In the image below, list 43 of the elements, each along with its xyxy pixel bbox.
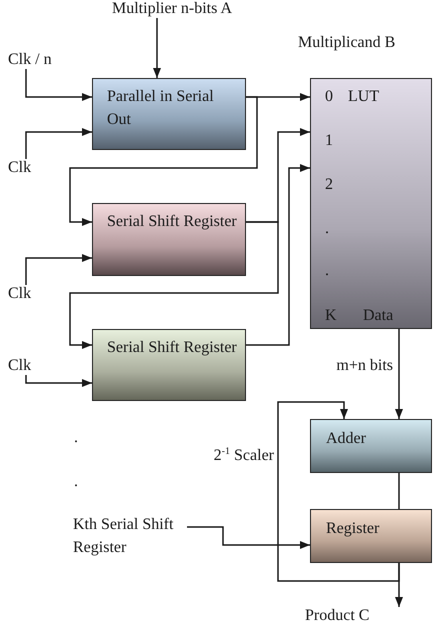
port-number: 1 — [325, 131, 333, 151]
output-label: Product C — [305, 607, 370, 625]
port-number: 0 — [325, 87, 333, 107]
edge-label: m+n bits — [336, 357, 393, 375]
block-label: Adder — [326, 429, 366, 449]
block-label: Parallel in Serial Out — [107, 87, 215, 130]
ellipsis: . — [74, 473, 78, 491]
adder-block — [310, 419, 432, 473]
arrow — [25, 375, 92, 387]
block-label: Register — [326, 519, 380, 539]
arrow — [153, 18, 161, 78]
ellipsis: . — [74, 429, 78, 447]
connector-line — [398, 473, 400, 509]
block-label: Serial Shift Register — [107, 338, 238, 358]
signal-label: Clk — [8, 357, 32, 375]
register-block — [92, 203, 246, 276]
signal-label: Kth Serial Shift Register — [73, 513, 187, 559]
arrow — [187, 526, 310, 549]
register-block — [310, 509, 432, 563]
signal-label: Clk — [8, 159, 32, 177]
port-number: 2 — [325, 175, 333, 195]
arrow — [25, 69, 92, 101]
signal-label: Multiplier n-bits A — [112, 0, 232, 18]
input-label: Multiplicand B — [298, 34, 396, 52]
block-label: LUT — [348, 87, 380, 107]
port-label: Data — [363, 306, 394, 326]
signal-label: Clk — [8, 285, 32, 303]
arrow — [69, 221, 279, 349]
arrow — [69, 96, 258, 226]
arrow — [277, 401, 400, 582]
arrow — [246, 164, 310, 346]
edge-label: 2$^{-1}$ Scaler — [214, 447, 274, 465]
lut-block — [310, 78, 432, 329]
arrow — [25, 128, 92, 159]
port-label: K — [325, 306, 337, 326]
signal-label: Clk / n — [8, 51, 52, 69]
arrow — [25, 254, 92, 285]
ellipsis: . — [325, 261, 329, 281]
register-block — [92, 78, 246, 150]
ellipsis: . — [325, 219, 329, 239]
arrow — [395, 329, 403, 419]
block-label: Serial Shift Register — [107, 212, 238, 232]
register-block — [92, 329, 246, 401]
